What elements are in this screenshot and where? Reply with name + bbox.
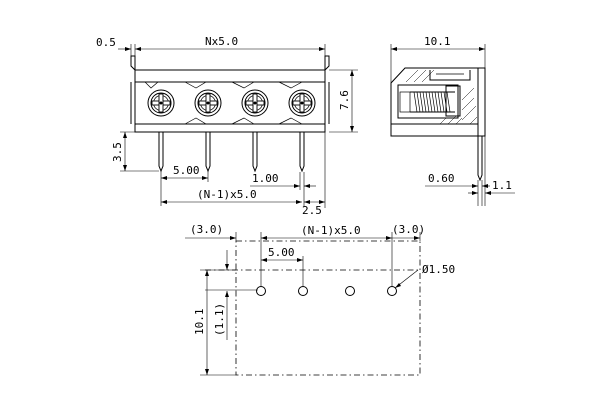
dim-overall: Nx5.0: [205, 35, 238, 48]
pcb-dim-depth: 10.1: [193, 309, 206, 336]
terminal-body: [134, 69, 326, 133]
pcb-hole-4: [387, 286, 397, 296]
pcb-hole-3: [345, 286, 355, 296]
dim-pin-offset: 2.5: [302, 204, 322, 217]
dim-height: 7.6: [338, 90, 351, 110]
dim-pitch: 5.00: [173, 164, 200, 177]
pcb-hole-2: [298, 286, 308, 296]
dim-pin-width: 1.00: [252, 172, 279, 185]
screw-3: [241, 89, 269, 117]
screw-2: [194, 89, 222, 117]
pcb-dim-row-offset: (1.1): [213, 303, 226, 336]
pcb-layout: (3.0) (N-1)x5.0 (3.0) 5.00 Ø1.50 10.1 (1…: [185, 223, 455, 376]
pcb-hole-1: [256, 286, 266, 296]
screw-4: [288, 89, 316, 117]
pcb-dim-left-margin: (3.0): [190, 223, 223, 236]
dim-edge: 0.5: [96, 36, 116, 49]
footprint-outline: [235, 240, 421, 376]
pcb-dim-pitch: 5.00: [268, 246, 295, 259]
pcb-dim-span: (N-1)x5.0: [301, 224, 361, 237]
side-view: 10.1 0.60 1.1: [390, 35, 515, 206]
front-view: 0.5 Nx5.0 7.6 3.5 5.00 1.00: [96, 35, 358, 217]
pcb-dim-hole: Ø1.50: [422, 263, 455, 276]
side-dim-pin-offset: 1.1: [492, 179, 512, 192]
side-dim-pin-thickness: 0.60: [428, 172, 455, 185]
pcb-dim-right-margin: (3.0): [392, 223, 425, 236]
screw-1: [147, 89, 175, 117]
dim-pin-length: 3.5: [111, 142, 124, 162]
side-housing: [390, 67, 486, 137]
side-pin: [477, 136, 483, 182]
side-dim-depth: 10.1: [424, 35, 451, 48]
dim-pins-span: (N-1)x5.0: [197, 188, 257, 201]
